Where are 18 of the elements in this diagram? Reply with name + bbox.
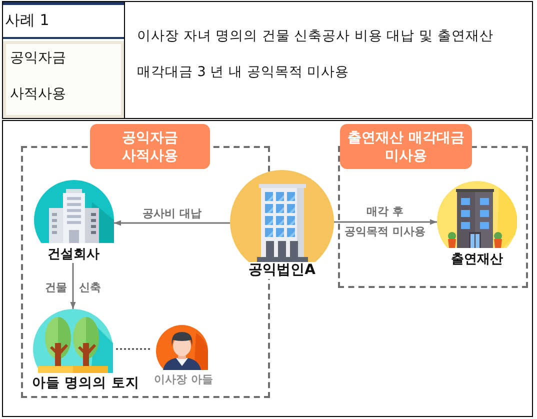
arrow <box>334 219 437 225</box>
category-text: 공익자금 <box>10 49 66 68</box>
edge-label: 공사비 대납 <box>142 206 202 221</box>
arrow <box>70 263 76 309</box>
arrow <box>114 220 230 226</box>
edge-label: 매각 후 공익목적 미사용 <box>344 204 426 240</box>
node-label: 이사장 아들 <box>153 372 214 388</box>
group-heading-tag: 출연재산 매각대금 미사용 <box>340 124 472 169</box>
node-label: 공익법인A <box>246 262 318 279</box>
node-label: 아들 명의의 토지 <box>31 375 140 392</box>
description-text: 이사장 자녀 명의의 건물 신축공사 비용 대납 및 출연재산 매각대금 3 년 내 공익목적 미사용 <box>137 27 494 82</box>
dotted-connector <box>116 348 152 350</box>
edge-label: 건물 신축 <box>45 280 101 295</box>
case-number-cell: 사례 1 <box>3 2 124 39</box>
node-label: 건설회사 <box>46 246 100 263</box>
category-text: 사적사용 <box>10 85 66 104</box>
group-heading-tag: 공익자금 사적사용 <box>90 124 210 169</box>
node-label: 출연재산 <box>450 251 504 268</box>
